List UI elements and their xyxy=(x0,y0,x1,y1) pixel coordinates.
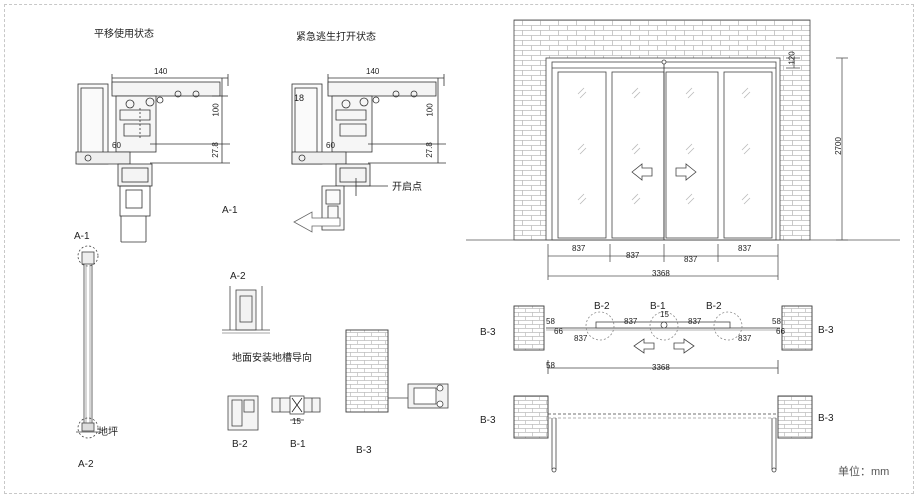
unit-note: 单位：mm xyxy=(838,466,890,478)
dim-plan-58-b: 58 xyxy=(772,317,781,326)
label-a2-bottom: A-2 xyxy=(78,459,94,470)
label-plan-b2-right: B-2 xyxy=(706,301,722,312)
label-b1-detail: B-1 xyxy=(290,439,306,450)
detail-b3 xyxy=(345,329,449,413)
dim-27-8-normal: 27.8 xyxy=(210,142,220,158)
dim-140-normal: 140 xyxy=(154,67,168,76)
label-b2-detail: B-2 xyxy=(232,439,248,450)
dim-140-emergency: 140 xyxy=(366,67,380,76)
dim-b1-15: 15 xyxy=(292,417,301,426)
dim-plan-837-a: 837 xyxy=(624,317,638,326)
dim-elev-837-c: 837 xyxy=(684,255,698,264)
label-b3-detail: B-3 xyxy=(356,445,372,456)
dim-plan-58-c: 58 xyxy=(546,361,555,370)
detail-a2 xyxy=(222,286,270,334)
label-a1-main: A-1 xyxy=(222,205,238,216)
label-a2-detail: A-2 xyxy=(230,271,246,282)
dim-2700: 2700 xyxy=(833,137,843,155)
label-a1-top: A-1 xyxy=(74,231,90,242)
dim-60-normal: 60 xyxy=(112,141,121,150)
dim-plan-837-c: 837 xyxy=(574,334,588,343)
label-plan-b3-left: B-3 xyxy=(480,327,496,338)
dim-plan-66-b: 66 xyxy=(776,327,785,336)
dim-elev-837-b: 837 xyxy=(626,251,640,260)
dim-elev-3368: 3368 xyxy=(652,269,670,278)
label-open-point: 开启点 xyxy=(392,182,422,193)
dim-120: 120 xyxy=(787,51,797,65)
label-elev-b3-right: B-3 xyxy=(818,413,834,424)
door-plan xyxy=(513,305,813,374)
dim-100-emergency: 100 xyxy=(425,103,435,117)
dim-plan-58-a: 58 xyxy=(546,317,555,326)
dim-plan-3368: 3368 xyxy=(652,363,670,372)
details-b xyxy=(227,395,321,431)
door-elevation xyxy=(466,19,900,280)
dim-100-normal: 100 xyxy=(211,103,221,117)
dim-elev-837-a: 837 xyxy=(572,244,586,253)
dim-27-8-emergency: 27.8 xyxy=(424,142,434,158)
title-normal: 平移使用状态 xyxy=(94,29,154,40)
title-ground: 地面安装地槽导向 xyxy=(232,353,312,364)
dim-18: 18 xyxy=(294,93,305,103)
sheet-border xyxy=(4,4,914,494)
dim-elev-837-d: 837 xyxy=(738,244,752,253)
label-floor: 地坪 xyxy=(98,427,118,438)
dim-plan-837-d: 837 xyxy=(738,334,752,343)
dim-plan-15: 15 xyxy=(660,310,669,319)
section-normal xyxy=(75,74,230,243)
label-plan-b3-right: B-3 xyxy=(818,325,834,336)
title-emergency: 紧急逃生打开状态 xyxy=(296,32,376,43)
label-plan-b2-left: B-2 xyxy=(594,301,610,312)
section-emergency xyxy=(291,74,446,233)
vertical-section xyxy=(76,245,100,439)
door-open-plan xyxy=(513,395,813,473)
dim-plan-66-a: 66 xyxy=(554,327,563,336)
label-elev-b3-left: B-3 xyxy=(480,415,496,426)
dim-60-emergency: 60 xyxy=(326,141,335,150)
label-plan-b1: B-1 xyxy=(650,301,666,312)
dim-plan-837-b: 837 xyxy=(688,317,702,326)
